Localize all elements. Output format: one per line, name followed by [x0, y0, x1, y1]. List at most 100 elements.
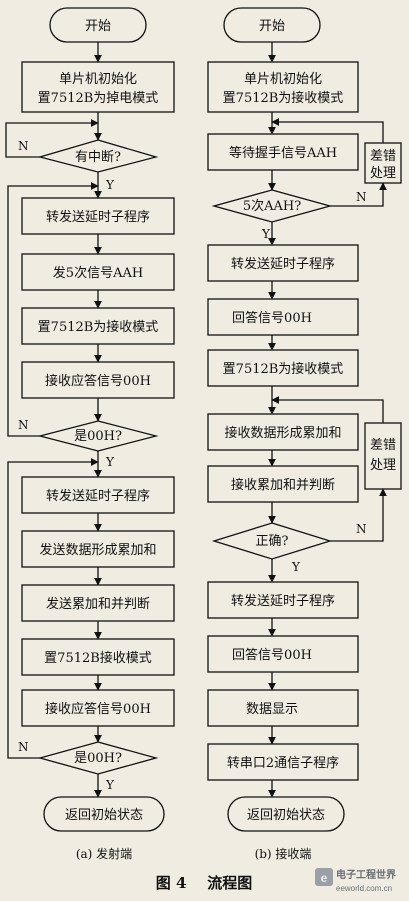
caption-b: (b) 接收端	[255, 846, 312, 861]
figure-caption: 图 4 流程图	[156, 874, 253, 892]
error-label: 差错	[370, 149, 396, 164]
no-label: N	[356, 522, 367, 536]
process-label: 接收应答信号00H	[45, 701, 151, 717]
no-label: N	[18, 139, 29, 153]
process-label: 发5次信号AAH	[53, 265, 143, 281]
yes-label: Y	[105, 778, 115, 792]
process-box	[207, 349, 359, 387]
decision-label: 是00H?	[74, 751, 122, 766]
yes-label: Y	[261, 227, 271, 241]
flowchart-transmitter-text: 开始 单片机初始化 置7512B为掉电模式 有中断? 转发送延时子程序 发5次信…	[38, 19, 159, 861]
right-yn-labels: N Y N Y	[261, 190, 367, 574]
logo-glyph: e	[321, 871, 328, 885]
process-box	[207, 413, 359, 451]
process-label: 转发送延时子程序	[231, 256, 335, 272]
process-label: 转串口2通信子程序	[227, 756, 339, 771]
end-label: 返回初始状态	[65, 808, 143, 823]
loop-arrow	[271, 118, 384, 143]
watermark-url: eeworld.com.cn	[336, 884, 392, 893]
start-terminal	[223, 7, 321, 43]
process-box	[207, 635, 359, 673]
flowchart-receiver-text: 开始 单片机初始化 置7512B为接收模式 等待握手信号AAH 5次AAH? 差…	[223, 19, 396, 861]
loop-arrow	[5, 119, 99, 158]
process-box	[207, 133, 359, 171]
process-box	[21, 197, 175, 235]
process-box	[21, 61, 175, 113]
process-box	[207, 61, 359, 113]
decision-diamond	[37, 420, 159, 452]
init-label: 单片机初始化	[244, 72, 322, 87]
logo-icon	[315, 868, 333, 886]
watermark-title: 电子工程世界	[336, 868, 396, 881]
loop-arrow	[7, 182, 99, 437]
left-yn-labels: N Y N Y N Y	[18, 139, 115, 792]
init-label: 单片机初始化	[59, 72, 137, 87]
decision-diamond	[211, 522, 333, 560]
loop-arrow	[330, 488, 387, 542]
decision-label: 是00H?	[74, 429, 122, 444]
decision-label: 有中断?	[75, 150, 121, 165]
end-terminal	[227, 796, 345, 832]
error-label: 处理	[370, 458, 396, 473]
process-label: 置7512B为接收模式	[223, 361, 344, 377]
caption-a: (a) 发射端	[76, 846, 132, 861]
process-label: 置7512B为接收模式	[38, 319, 159, 335]
error-label: 处理	[370, 166, 396, 181]
error-handling-box	[364, 422, 402, 490]
process-label: 转发送延时子程序	[231, 593, 335, 609]
process-label: 等待握手信号AAH	[229, 145, 337, 161]
decision-diamond	[211, 189, 333, 223]
process-box	[21, 253, 175, 291]
process-label: 数据显示	[246, 702, 298, 717]
loop-arrow	[271, 396, 384, 423]
error-handling-box	[364, 142, 402, 184]
start-label: 开始	[85, 19, 111, 34]
loop-arrow	[330, 182, 387, 207]
process-box	[207, 581, 359, 619]
decision-diamond	[37, 139, 159, 173]
yes-label: Y	[105, 178, 115, 192]
process-box	[21, 584, 175, 622]
process-label: 转发送延时子程序	[46, 488, 150, 504]
process-box	[207, 743, 359, 781]
process-label: 回答信号00H	[232, 310, 312, 326]
process-label: 接收数据形成累加和	[224, 425, 341, 441]
no-label: N	[18, 418, 29, 432]
start-label: 开始	[259, 19, 285, 34]
process-box	[21, 638, 175, 676]
start-terminal	[49, 7, 147, 43]
yes-label: Y	[291, 560, 301, 574]
decision-label: 正确?	[256, 534, 289, 549]
decision-diamond	[37, 741, 159, 775]
process-box	[21, 307, 175, 345]
process-label: 接收累加和并判断	[231, 477, 335, 493]
process-box	[21, 530, 175, 568]
end-label: 返回初始状态	[247, 808, 325, 823]
loop-arrow	[7, 458, 99, 759]
process-label: 置7512B接收模式	[44, 650, 152, 666]
process-label: 接收应答信号00H	[45, 373, 151, 389]
process-box	[207, 465, 359, 503]
decision-label: 5次AAH?	[243, 198, 301, 214]
process-box	[207, 244, 359, 282]
end-terminal	[43, 796, 165, 832]
eeworld-watermark: e 电子工程世界 eeworld.com.cn	[315, 868, 396, 893]
process-label: 发送累加和并判断	[46, 596, 150, 612]
process-label: 回答信号00H	[232, 647, 312, 663]
process-label: 发送数据形成累加和	[39, 542, 156, 558]
process-label: 转发送延时子程序	[46, 209, 150, 225]
error-label: 差错	[370, 438, 396, 453]
process-box	[21, 476, 175, 514]
no-label: N	[18, 740, 29, 754]
yes-label: Y	[105, 455, 115, 469]
flowchart-transmitter	[5, 7, 175, 832]
process-box	[21, 361, 175, 399]
process-box	[207, 298, 359, 336]
init-label: 置7512B为掉电模式	[38, 91, 159, 106]
init-label: 置7512B为接收模式	[223, 90, 344, 106]
process-box	[207, 689, 359, 727]
process-box	[21, 689, 175, 727]
no-label: N	[356, 190, 367, 204]
flowchart-receiver	[207, 7, 402, 832]
